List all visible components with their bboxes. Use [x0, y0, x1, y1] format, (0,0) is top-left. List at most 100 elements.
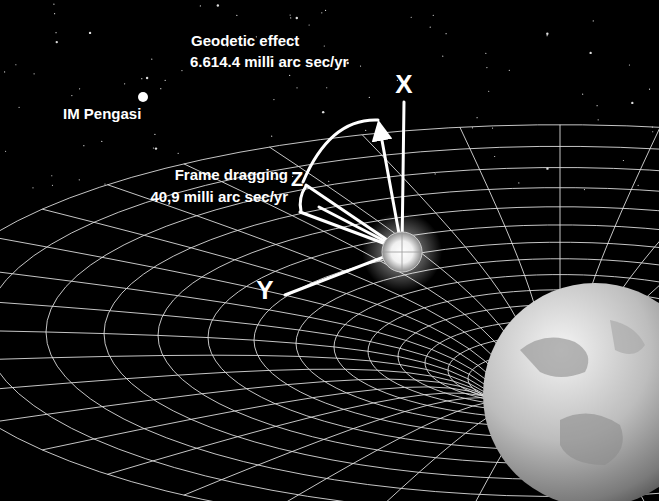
- star: [547, 35, 548, 36]
- star: [411, 17, 412, 18]
- grid-spoke: [0, 330, 500, 402]
- star: [296, 17, 298, 19]
- geodetic-arc: [303, 120, 378, 182]
- star: [582, 94, 583, 95]
- star: [309, 24, 310, 25]
- star: [89, 32, 91, 34]
- effect-title: Geodetic effect: [191, 33, 299, 50]
- star: [18, 107, 19, 108]
- star: [153, 147, 154, 148]
- star: [101, 141, 102, 142]
- star: [56, 41, 58, 43]
- star: [631, 102, 633, 104]
- star: [146, 77, 148, 79]
- star: [273, 99, 274, 100]
- grid-spoke: [0, 266, 503, 395]
- star: [71, 95, 72, 96]
- star: [289, 75, 290, 76]
- star: [79, 88, 80, 89]
- probe-sphere: [382, 232, 422, 272]
- star: [365, 130, 366, 131]
- star: [290, 17, 291, 18]
- earth-globe: [483, 283, 659, 501]
- star: [217, 4, 219, 6]
- star: [155, 147, 157, 149]
- star: [509, 70, 510, 71]
- star: [598, 119, 599, 120]
- star: [492, 127, 493, 128]
- star-label: IM Pengasi: [63, 106, 141, 123]
- star: [200, 5, 201, 6]
- star: [472, 127, 473, 128]
- star: [160, 88, 161, 89]
- star: [638, 185, 639, 186]
- star: [55, 32, 56, 33]
- star: [15, 64, 16, 65]
- star: [476, 117, 477, 118]
- grid-spoke: [42, 387, 511, 450]
- star-field: [4, 4, 653, 194]
- probe-seam: [382, 232, 422, 272]
- star: [181, 70, 182, 71]
- grid-spoke: [0, 379, 507, 422]
- star: [442, 56, 443, 57]
- star: [435, 173, 436, 174]
- grid-spoke: [184, 398, 525, 496]
- star: [596, 105, 597, 106]
- star: [51, 175, 52, 176]
- star: [33, 73, 34, 74]
- star: [52, 185, 53, 186]
- star: [430, 27, 431, 28]
- star: [485, 53, 486, 54]
- star: [360, 65, 361, 66]
- star: [433, 15, 434, 16]
- star: [518, 182, 519, 183]
- gravity-probe: [362, 212, 442, 292]
- star: [141, 78, 142, 79]
- star: [486, 67, 487, 68]
- star: [290, 14, 291, 15]
- probe-glow: [362, 212, 442, 292]
- star: [546, 33, 548, 35]
- star: [649, 89, 650, 90]
- star: [324, 45, 325, 46]
- earth-globe: [483, 283, 659, 501]
- grid-spoke: [42, 209, 511, 390]
- star: [54, 13, 55, 14]
- star: [83, 145, 84, 146]
- star: [321, 12, 322, 13]
- star: [53, 4, 54, 5]
- star: [151, 59, 152, 60]
- star: [488, 91, 489, 92]
- earth-landmass: [520, 338, 588, 378]
- grid-spoke: [107, 185, 517, 388]
- star: [369, 97, 370, 98]
- star: [325, 10, 326, 11]
- effect-title: Frame dragging: [175, 167, 288, 184]
- star: [296, 87, 297, 88]
- star: [4, 71, 5, 72]
- grid-spoke: [107, 393, 517, 474]
- star: [165, 80, 166, 81]
- star: [445, 33, 446, 34]
- star: [236, 15, 237, 16]
- star: [589, 52, 591, 54]
- star: [178, 153, 179, 154]
- axis-label: Z: [291, 168, 303, 190]
- star: [584, 189, 585, 190]
- star: [154, 134, 155, 135]
- star: [593, 20, 594, 21]
- star: [629, 64, 630, 65]
- axis-label: X: [395, 70, 412, 99]
- star: [5, 151, 6, 152]
- grid-ring: [0, 125, 659, 501]
- effect-value: 6.614.4 milli arc sec/yr: [190, 54, 348, 71]
- star: [271, 136, 272, 137]
- earth-landmass: [610, 320, 645, 354]
- star: [79, 179, 80, 180]
- star: [104, 183, 105, 184]
- star: [326, 87, 327, 88]
- guide-star: [138, 92, 148, 102]
- star: [328, 181, 329, 182]
